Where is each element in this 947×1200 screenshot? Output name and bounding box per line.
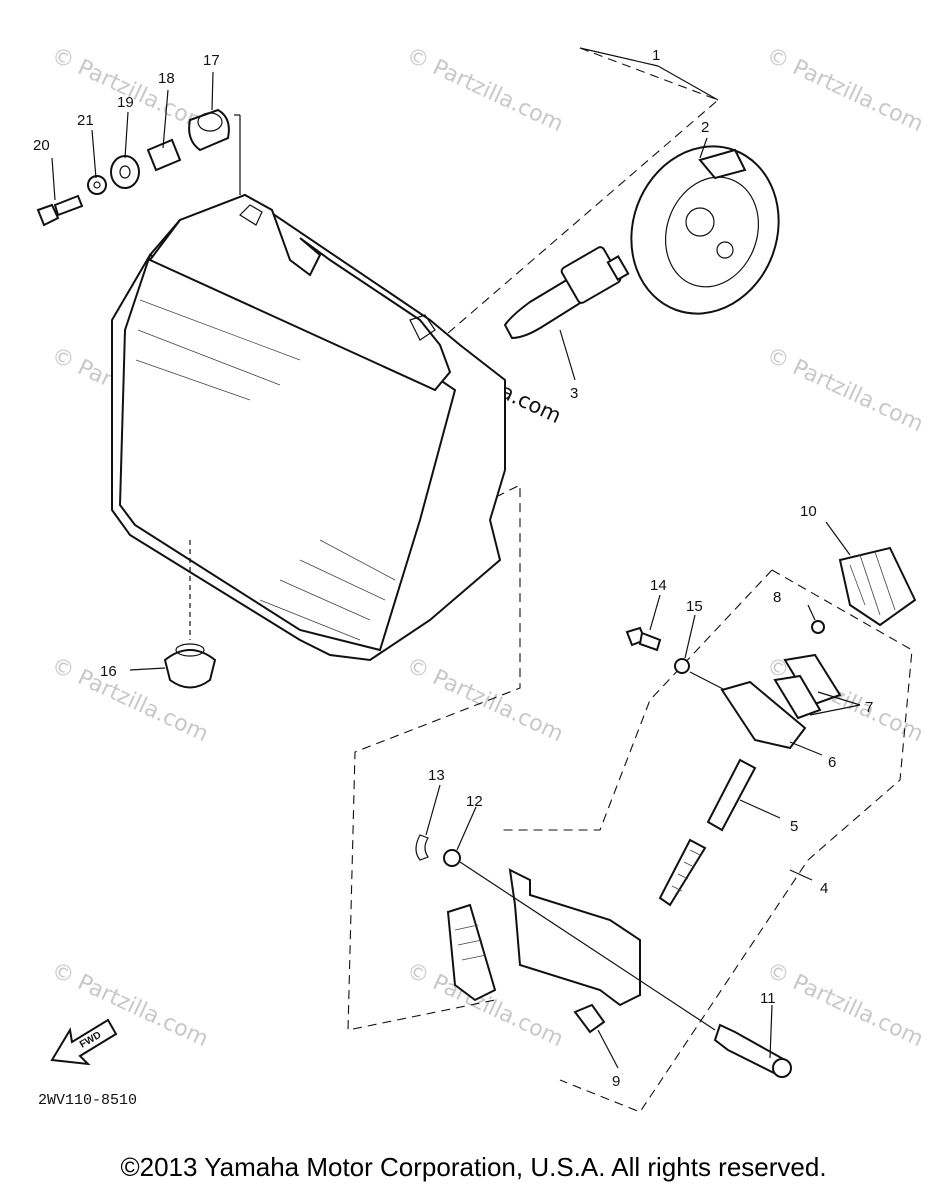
callout-6: 6 <box>828 754 836 771</box>
watermark: © Partzilla.com <box>402 653 566 747</box>
callout-12: 12 <box>466 793 483 810</box>
bracket-plates <box>720 620 842 750</box>
adjuster-shaft <box>658 758 757 907</box>
parts-diagram: © Partzilla.com © Partzilla.com © Partzi… <box>33 43 927 1113</box>
callout-16: 16 <box>100 663 117 680</box>
grommet <box>163 643 217 689</box>
leader-lines <box>51 71 861 1069</box>
callout-11: 11 <box>760 990 776 1007</box>
callout-17: 17 <box>203 52 220 69</box>
copyright-notice: ©2013 Yamaha Motor Corporation, U.S.A. A… <box>120 1152 827 1182</box>
callouts: 1 2 3 4 5 6 7 8 9 10 11 12 13 14 15 16 1… <box>33 47 873 1090</box>
callout-1: 1 <box>652 47 660 64</box>
watermark: © Partzilla.com <box>762 958 926 1052</box>
watermark: © Partzilla.com <box>762 43 926 137</box>
part-code: 2WV110-8510 <box>38 1092 137 1109</box>
callout-9: 9 <box>612 1073 620 1090</box>
callout-7: 7 <box>865 699 873 716</box>
callout-21: 21 <box>77 112 94 129</box>
fwd-arrow-icon: FWD <box>50 1018 118 1066</box>
callout-13: 13 <box>428 767 445 784</box>
callout-20: 20 <box>33 137 50 154</box>
watermark: © Partzilla.com <box>47 43 211 137</box>
bulb-cover <box>630 145 780 315</box>
callout-10: 10 <box>800 503 817 520</box>
small-hardware <box>415 834 792 1078</box>
headlight-housing <box>111 193 506 662</box>
callout-3: 3 <box>570 385 578 402</box>
callout-2: 2 <box>701 119 709 136</box>
callout-18: 18 <box>158 70 175 87</box>
callout-19: 19 <box>117 94 134 111</box>
callout-5: 5 <box>790 818 798 835</box>
callout-15: 15 <box>686 598 703 615</box>
callout-8: 8 <box>773 589 781 606</box>
watermark: © Partzilla.com <box>762 343 926 437</box>
callout-14: 14 <box>650 577 667 594</box>
callout-4: 4 <box>820 880 828 897</box>
lower-bracket <box>446 868 641 1007</box>
bulb <box>503 246 630 340</box>
watermark: © Partzilla.com <box>402 43 566 137</box>
mounting-hardware <box>36 108 230 227</box>
adjuster-knob <box>838 546 917 627</box>
bolt-nut <box>625 626 690 674</box>
assembly-outlines <box>234 47 913 1113</box>
